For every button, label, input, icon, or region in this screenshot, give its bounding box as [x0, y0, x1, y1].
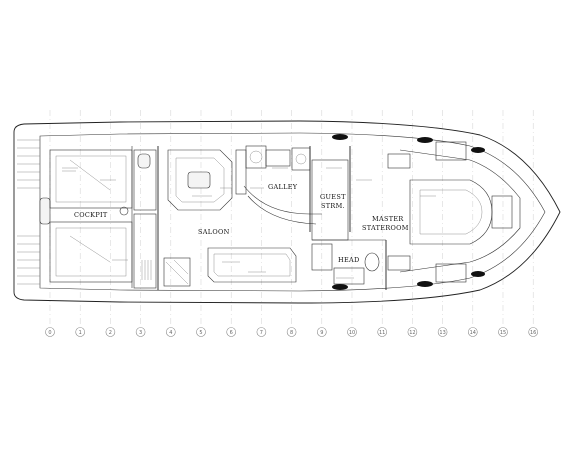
station-label: 3 [139, 330, 142, 336]
station-label: 15 [500, 330, 506, 336]
head-area [311, 240, 387, 290]
fixture-annotations [62, 167, 436, 279]
hull-outline [13, 120, 561, 304]
station-circle [316, 327, 327, 337]
station-circle [407, 327, 418, 337]
room-label-guest-line1: GUEST [320, 193, 346, 201]
station-label: 8 [290, 330, 293, 336]
station-label: 5 [199, 330, 202, 336]
station-circle [467, 327, 478, 337]
station-label: 7 [260, 330, 263, 336]
station-label: 11 [379, 330, 385, 336]
station-circle [135, 327, 146, 337]
station-label: 6 [230, 330, 233, 336]
station-circle [226, 327, 236, 337]
station-circle [437, 327, 448, 337]
station-circle [377, 327, 388, 337]
station-label: 0 [48, 330, 51, 336]
station-circle [528, 327, 539, 337]
swim-platform [17, 139, 40, 285]
master-stateroom [387, 141, 521, 283]
station-circle [196, 327, 206, 337]
room-label-cockpit: COCKPIT [74, 211, 108, 219]
station-circle [347, 327, 357, 337]
portholes [332, 134, 485, 290]
station-circle [45, 327, 55, 337]
station-circle [498, 327, 508, 337]
aft-bulkhead [133, 146, 159, 290]
room-label-guest-line2: STRM. [321, 202, 345, 210]
station-label: 1 [79, 330, 82, 336]
station-label: 13 [439, 330, 445, 336]
transom-door [39, 197, 51, 225]
room-label-master-line1: MASTER [372, 215, 404, 223]
station-label: 14 [470, 330, 476, 336]
room-label-galley: GALLEY [268, 183, 298, 191]
station-label: 9 [320, 330, 323, 336]
station-label: 16 [530, 330, 536, 336]
station-circle [166, 327, 176, 337]
station-label: 4 [169, 330, 172, 336]
cockpit-fixture [119, 206, 129, 216]
room-label-saloon: SALOON [198, 228, 230, 236]
guest-stateroom [311, 146, 386, 241]
hull-inner-outline [39, 132, 546, 292]
room-label-master-line2: STATEROOM [362, 224, 409, 232]
station-circle [256, 327, 267, 337]
station-label: 12 [409, 330, 415, 336]
station-circle [105, 327, 116, 337]
station-circle [75, 327, 85, 337]
station-circle [286, 327, 297, 337]
station-label: 2 [109, 330, 112, 336]
saloon-furniture [163, 149, 297, 287]
cockpit-area [49, 146, 133, 288]
room-label-head: HEAD [338, 256, 360, 264]
station-label: 10 [349, 330, 355, 336]
galley-fixtures [243, 145, 322, 232]
